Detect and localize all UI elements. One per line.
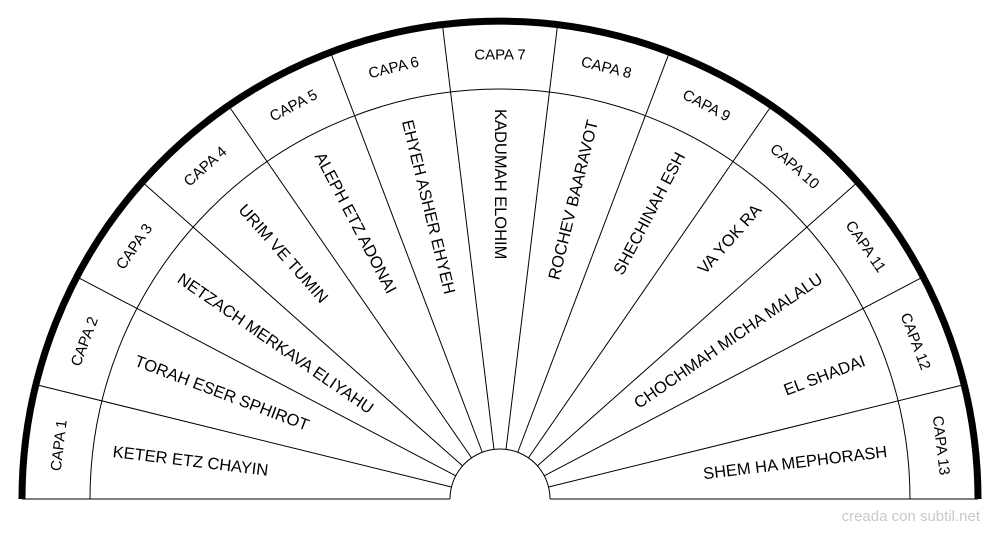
layer-label: CAPA 11	[842, 218, 889, 276]
credit-text: creada con subtil.net	[841, 508, 980, 525]
segment-divider	[228, 105, 473, 459]
segment-divider	[141, 181, 463, 467]
segment-divider	[35, 384, 452, 488]
segment-divider	[441, 24, 495, 450]
segment-name-label: TORAH ESER SPHIROT	[132, 352, 311, 434]
segment-divider	[544, 276, 924, 477]
segment-name-label: VA YOK RA	[695, 201, 766, 278]
layer-label: CAPA 10	[766, 140, 822, 192]
segment-name-label: ALEPH ETZ ADONAI	[311, 149, 400, 296]
segment-name-label: SHECHINAH ESH	[610, 149, 689, 278]
outer-rim	[18, 17, 982, 500]
segment-name-label: KADUMAH ELOHIM	[491, 109, 509, 259]
segment-dividers	[22, 24, 978, 500]
segment-divider	[76, 276, 456, 477]
segment-name-label: KETER ETZ CHAYIN	[112, 443, 269, 480]
layer-label: CAPA 6	[367, 53, 421, 82]
layer-label: CAPA 12	[897, 311, 934, 373]
segment-labels: CAPA 1 KETER ETZ CHAYIN CAPA 2 TORAH ESER S…	[48, 47, 953, 484]
center-hub	[449, 448, 551, 500]
inner-ring	[89, 88, 911, 500]
segment-divider	[505, 24, 559, 450]
segment-divider	[330, 51, 483, 453]
layer-label: CAPA 4	[181, 143, 231, 190]
layer-label: CAPA 3	[113, 221, 156, 273]
segment-name-label: EL SHADAI	[781, 352, 867, 399]
layer-label: CAPA 7	[474, 47, 525, 64]
layer-label: CAPA 9	[680, 86, 733, 125]
segment-divider	[517, 51, 670, 453]
segment-name-label: ROCHEV BAARAVOT	[545, 118, 602, 281]
segment-divider	[548, 384, 965, 488]
segment-divider	[527, 105, 772, 459]
layer-label: CAPA 8	[579, 53, 633, 82]
segment-name-label: URIM VE TUMIN	[235, 201, 332, 307]
layer-label: CAPA 5	[267, 86, 320, 125]
layer-label: CAPA 2	[68, 315, 102, 369]
segment-divider	[537, 181, 859, 467]
segment-name-label: SHEM HA MEPHORASH	[702, 443, 888, 483]
segment-name-label: EHYEH ASHER EHYEH	[398, 118, 458, 296]
layer-label: CAPA 1	[48, 419, 71, 472]
layer-label: CAPA 13	[929, 415, 953, 476]
